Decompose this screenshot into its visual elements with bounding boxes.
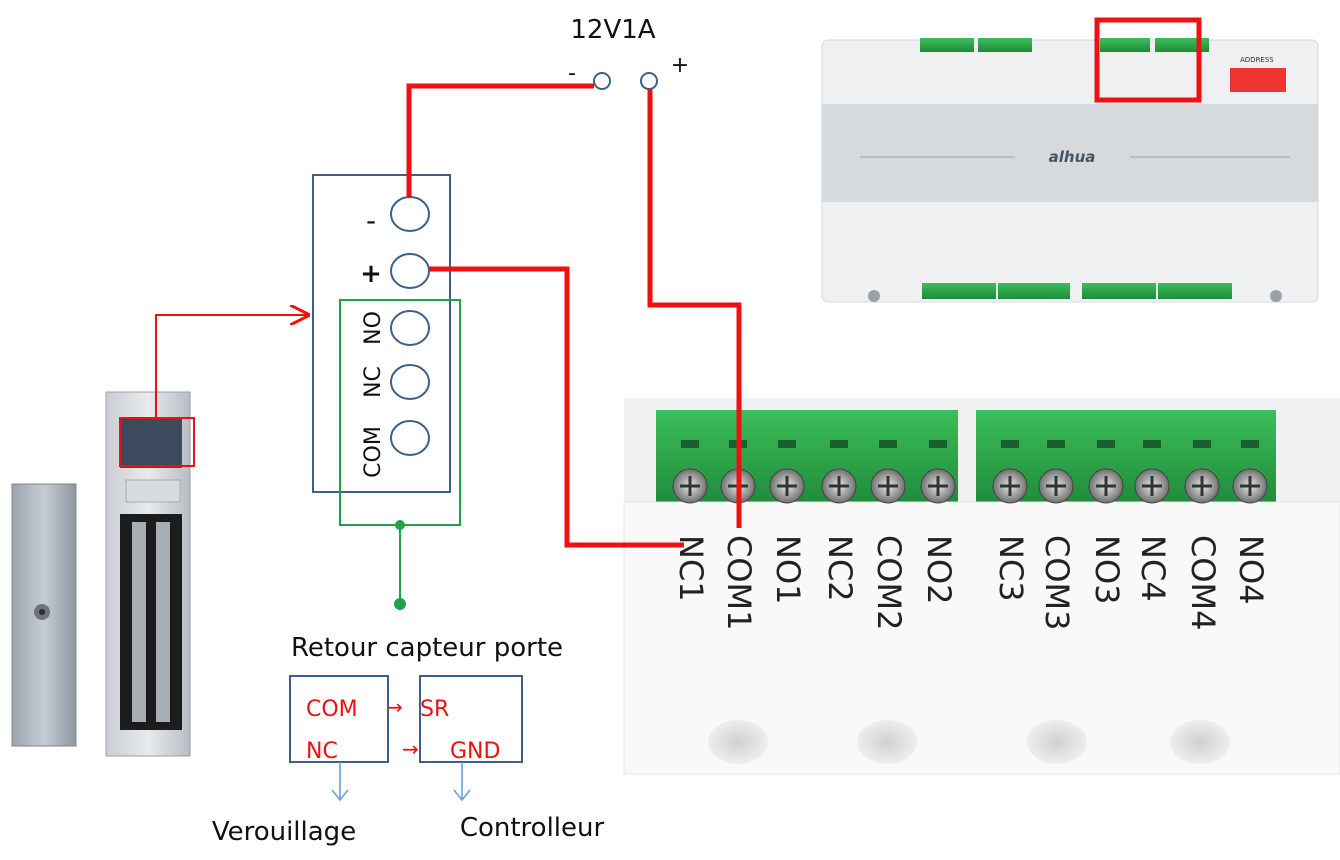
relay-label-4: COM2 (870, 535, 908, 631)
relay-label-7: COM3 (1038, 535, 1076, 631)
bottom-label-lock: Verouillage (212, 817, 356, 847)
relay-screw-slot-11 (1240, 476, 1260, 496)
lock-plus-label: + (360, 259, 382, 289)
relay-slot-4 (879, 440, 897, 448)
relay-label-6: NC3 (992, 535, 1030, 602)
relay-label-9: NC4 (1134, 535, 1172, 602)
relay-screw-slot-0 (680, 476, 700, 496)
relay-label-10: COM4 (1184, 535, 1222, 631)
relay-screw-slot-3 (829, 476, 849, 496)
power-minus-terminal (593, 72, 611, 90)
sensor-gnd-label: GND (450, 739, 500, 764)
relay-slot-9 (1143, 440, 1161, 448)
svg-text:ADDRESS: ADDRESS (1240, 56, 1274, 64)
lock-terminal-circles (390, 196, 430, 456)
bottom-label-controller: Controlleur (460, 813, 605, 843)
power-label: 12V1A (570, 15, 655, 45)
power-plus-label: + (671, 53, 689, 78)
sensor-com-label: COM (306, 697, 358, 722)
relay-label-2: NO1 (769, 535, 807, 604)
relay-highlight-box (1094, 17, 1202, 103)
lock-nc-label: NC (361, 366, 386, 398)
relay-screw-slot-9 (1142, 476, 1162, 496)
lock-pointer-arrow (155, 315, 308, 418)
armature-plate-photo (11, 483, 77, 747)
sensor-wire (394, 520, 406, 610)
relay-label-3: NC2 (821, 535, 859, 602)
relay-label-5: NO2 (920, 535, 958, 604)
wire-lock-plus-to-nc1 (429, 266, 684, 548)
sensor-right-box (419, 675, 523, 763)
relay-screw-slot-2 (777, 476, 797, 496)
relay-slot-8 (1097, 440, 1115, 448)
wire-minus (406, 83, 594, 197)
sensor-left-box (289, 675, 389, 763)
relay-label-1: COM1 (720, 535, 758, 631)
relay-slot-3 (830, 440, 848, 448)
relay-label-11: NO4 (1232, 535, 1270, 604)
down-arrows (331, 762, 471, 802)
address-dip-switch: ADDRESS (1230, 56, 1286, 92)
lock-no-label: NO (361, 311, 386, 345)
top-terminal-strips (920, 38, 1209, 52)
bottom-terminal-strips (922, 283, 1232, 299)
red-wires (406, 83, 742, 548)
power-plus-terminal (640, 72, 658, 90)
sensor-sr-label: SR (420, 697, 449, 722)
relay-screws (672, 440, 1268, 504)
magnetic-lock-photo (105, 391, 191, 757)
relay-screw-slot-5 (928, 476, 948, 496)
lock-minus-label: - (366, 204, 376, 237)
relay-slot-0 (681, 440, 699, 448)
relay-slot-5 (929, 440, 947, 448)
relay-label-8: NO3 (1088, 535, 1126, 604)
relay-slot-10 (1193, 440, 1211, 448)
sensor-nc-label: NC (306, 739, 338, 764)
relay-screw-slot-6 (1000, 476, 1020, 496)
lock-com-label: COM (361, 426, 386, 478)
sensor-arrow-top: → (386, 695, 403, 719)
brand-logo: alhua (1049, 148, 1096, 166)
relay-screw-slot-10 (1192, 476, 1212, 496)
wire-plus-to-com1 (647, 89, 742, 528)
relay-slot-6 (1001, 440, 1019, 448)
relay-slot-11 (1241, 440, 1259, 448)
relay-screw-slot-4 (878, 476, 898, 496)
lock-terminal-box (312, 174, 451, 493)
relay-leds (708, 720, 1230, 764)
relay-slot-7 (1047, 440, 1065, 448)
controller-photo: alhua ADDRESS (821, 38, 1319, 303)
power-minus-label: - (568, 61, 576, 86)
sensor-arrow-bottom: → (402, 737, 419, 761)
relay-screw-slot-8 (1096, 476, 1116, 496)
relay-screw-slot-7 (1046, 476, 1066, 496)
relay-slot-2 (778, 440, 796, 448)
sensor-title: Retour capteur porte (291, 633, 563, 663)
